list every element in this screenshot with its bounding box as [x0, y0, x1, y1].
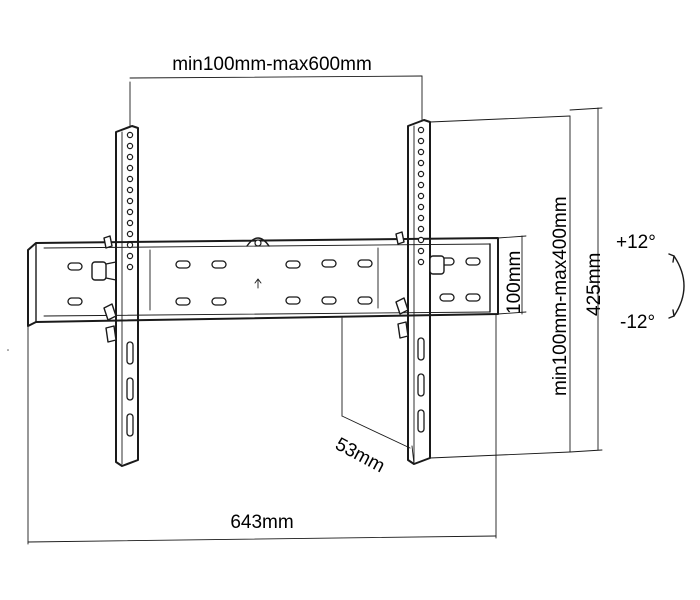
right-vertical-arm [395, 119, 445, 465]
label-vesa-vertical: min100mm-max400mm [550, 196, 571, 396]
label-depth: 53mm [332, 434, 388, 477]
label-total-height: 425mm [584, 253, 605, 316]
dimension-vesa-horizontal: min100mm-max600mm [129, 54, 423, 127]
tilt-indicator: +12° -12° [616, 232, 685, 333]
left-vertical-arm [91, 125, 139, 467]
dimension-total-width: 643mm [27, 313, 497, 545]
dimension-bracket-height: 100mm [497, 235, 527, 315]
dimension-total-height: 425mm [569, 107, 605, 453]
label-total-width: 643mm [230, 512, 293, 533]
label-tilt-up: +12° [616, 232, 656, 253]
wall-plate [27, 237, 499, 327]
label-bracket-height: 100mm [504, 251, 525, 314]
dimension-vesa-vertical: min100mm-max400mm [429, 115, 571, 459]
stray-mark [7, 349, 9, 351]
label-vesa-horizontal: min100mm-max600mm [172, 54, 372, 75]
dimension-depth: 53mm [332, 317, 415, 477]
label-tilt-down: -12° [620, 312, 655, 333]
